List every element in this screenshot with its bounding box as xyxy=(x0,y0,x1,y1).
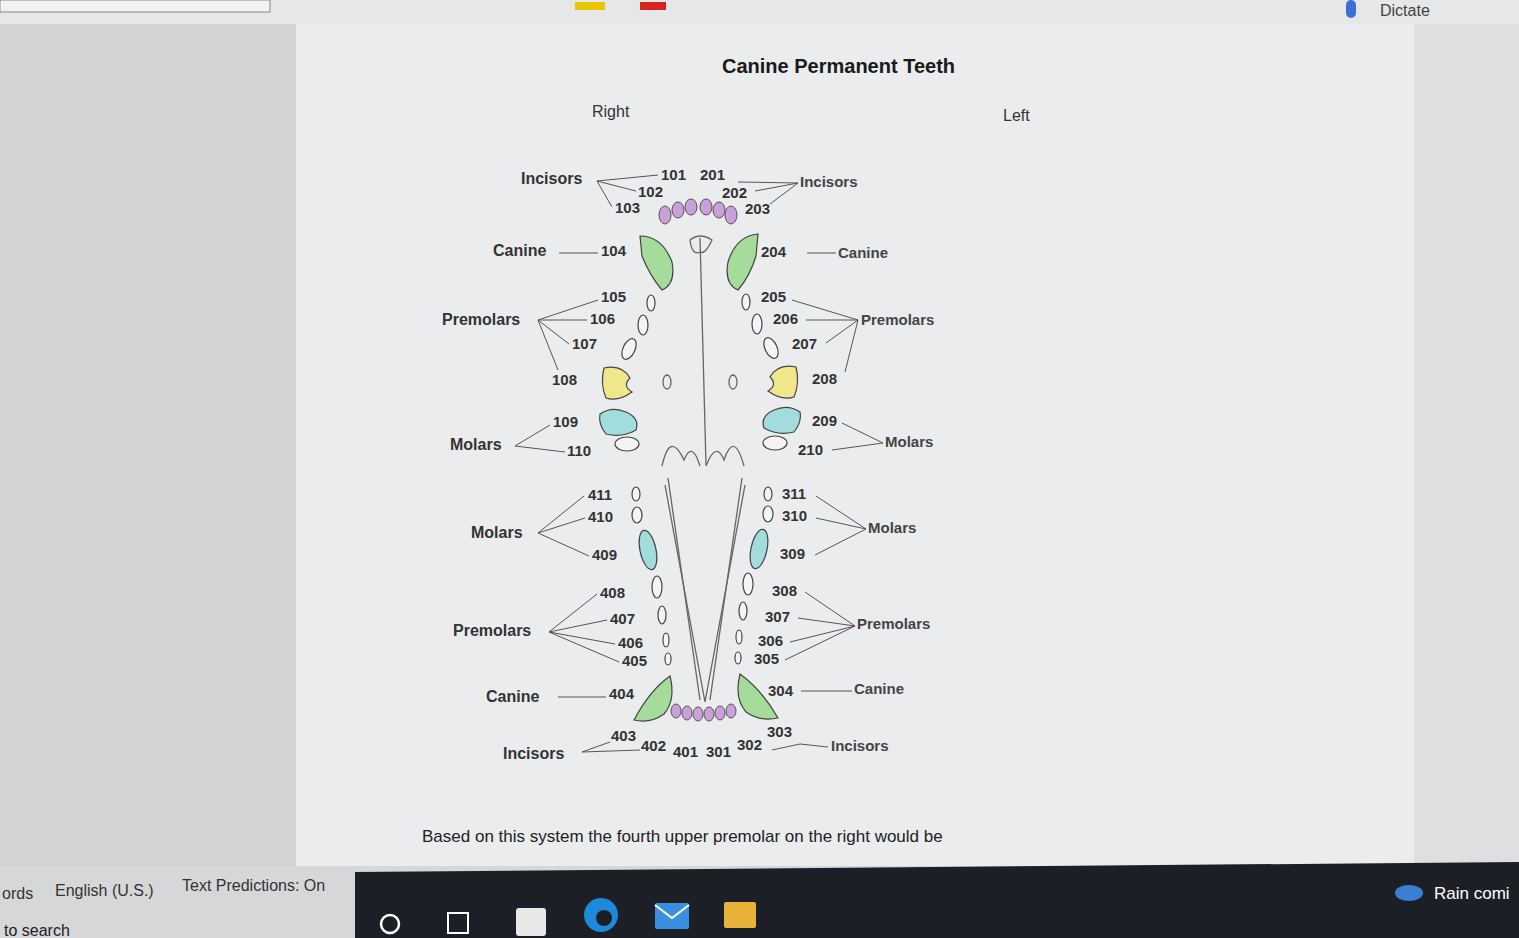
group-label: Incisors xyxy=(831,738,889,755)
group-label: Incisors xyxy=(521,170,582,188)
tooth-number: 411 xyxy=(588,487,612,504)
weather-text: Rain comi xyxy=(1434,885,1510,904)
tooth-number: 405 xyxy=(622,653,647,670)
tooth-number: 109 xyxy=(553,414,578,431)
group-label: Canine xyxy=(838,245,888,262)
tooth-number: 210 xyxy=(798,442,823,459)
tooth-number: 401 xyxy=(673,744,698,761)
group-label: Molars xyxy=(885,434,933,451)
tooth-number: 306 xyxy=(758,633,783,650)
tooth-number: 305 xyxy=(754,651,779,668)
question-caption: Based on this system the fourth upper pr… xyxy=(422,828,943,847)
tooth-number: 204 xyxy=(761,244,786,261)
group-label: Molars xyxy=(868,520,916,537)
tooth-number: 301 xyxy=(706,744,731,761)
tooth-number: 310 xyxy=(782,508,807,525)
status-text: English (U.S.) xyxy=(55,882,154,900)
group-label: Canine xyxy=(493,242,546,260)
tooth-number: 205 xyxy=(761,289,786,306)
group-label: Premolars xyxy=(861,312,934,329)
tooth-number: 302 xyxy=(737,737,762,754)
tooth-number: 103 xyxy=(615,200,640,217)
group-label: Molars xyxy=(471,524,523,542)
side-label: Left xyxy=(1003,107,1030,125)
tooth-number: 304 xyxy=(768,683,793,700)
tooth-number: 105 xyxy=(601,289,626,306)
tooth-number: 404 xyxy=(609,686,634,703)
status-text: ords xyxy=(2,885,33,903)
group-label: Canine xyxy=(854,681,904,698)
tooth-number: 206 xyxy=(773,311,798,328)
tooth-number: 403 xyxy=(611,728,636,745)
group-label: Canine xyxy=(486,688,539,706)
tooth-number: 101 xyxy=(661,167,686,184)
tooth-number: 410 xyxy=(588,509,613,526)
tooth-number: 202 xyxy=(722,185,747,202)
group-label: Incisors xyxy=(800,174,858,191)
group-label: Premolars xyxy=(442,311,520,329)
chart-title: Canine Permanent Teeth xyxy=(722,55,955,77)
tooth-number: 307 xyxy=(765,609,790,626)
tooth-number: 407 xyxy=(610,611,635,628)
group-label: Premolars xyxy=(857,616,930,633)
tooth-number: 409 xyxy=(592,547,617,564)
side-label: Right xyxy=(592,103,629,121)
tooth-number: 108 xyxy=(552,372,577,389)
tooth-number: 402 xyxy=(641,738,666,755)
tooth-number: 408 xyxy=(600,585,625,602)
tooth-number: 406 xyxy=(618,635,643,652)
tooth-number: 208 xyxy=(812,371,837,388)
tooth-number: 110 xyxy=(567,443,591,460)
tooth-number: 311 xyxy=(782,486,806,503)
search-text: to search xyxy=(4,922,70,938)
tooth-number: 201 xyxy=(700,167,725,184)
tooth-number: 207 xyxy=(792,336,817,353)
group-label: Molars xyxy=(450,436,502,454)
tooth-number: 303 xyxy=(767,724,792,741)
toolbar-button: Dictate xyxy=(1380,2,1430,20)
group-label: Premolars xyxy=(453,622,531,640)
tooth-number: 209 xyxy=(812,413,837,430)
tooth-number: 107 xyxy=(572,336,597,353)
tooth-number: 102 xyxy=(638,184,663,201)
tooth-number: 106 xyxy=(590,311,615,328)
tooth-number: 308 xyxy=(772,583,797,600)
status-text: Text Predictions: On xyxy=(182,877,325,895)
tooth-number: 309 xyxy=(780,546,805,563)
tooth-number: 203 xyxy=(745,201,770,218)
group-label: Incisors xyxy=(503,745,564,763)
tooth-number: 104 xyxy=(601,243,626,260)
